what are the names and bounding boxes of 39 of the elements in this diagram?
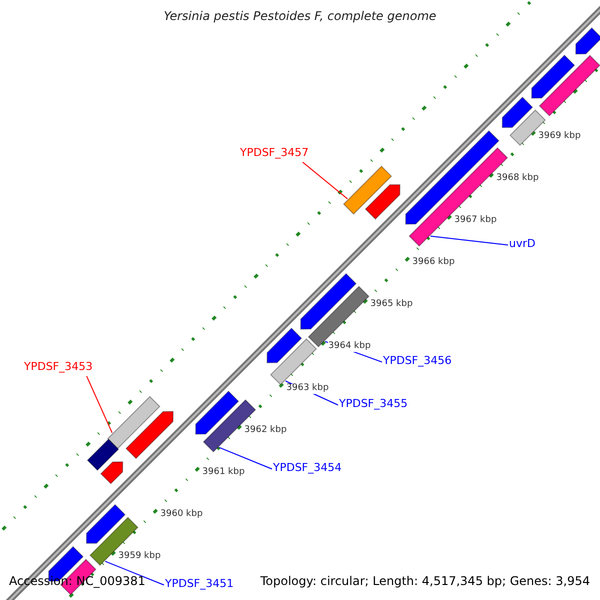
gene-bar	[538, 54, 600, 116]
leader-line	[430, 236, 508, 246]
leader-line	[302, 162, 348, 200]
scale-label: 3959 kbp	[118, 552, 161, 562]
gene-feature	[300, 273, 357, 330]
gene-feature	[575, 27, 600, 54]
gene-feature	[531, 54, 576, 99]
scale-label: 3968 kbp	[496, 174, 539, 184]
scale-label: 3961 kbp	[202, 468, 245, 478]
gene-bar	[107, 396, 160, 450]
gene-bar	[86, 438, 120, 471]
scale-label: 3963 kbp	[286, 384, 329, 394]
gene-feature	[125, 411, 174, 460]
gene-bar	[89, 516, 138, 566]
gene-label: YPDSF_3454	[273, 462, 342, 474]
title: Yersinia pestis Pestoides F, complete genome	[164, 10, 436, 24]
gene-label: YPDSF_3455	[339, 398, 408, 410]
gene-feature	[195, 390, 240, 435]
gene-feature	[502, 96, 534, 128]
scale-label: 3966 kbp	[412, 258, 455, 268]
gene-feature	[86, 504, 126, 544]
genome-info-text: Topology: circular; Length: 4,517,345 bp; Genes: 3,954	[260, 575, 590, 588]
gene-label: YPDSF_3456	[383, 355, 452, 368]
gene-label: YPDSF_3457	[240, 147, 309, 160]
scale-label: 3969 kbp	[538, 132, 581, 142]
gene-label: YPDSF_3453	[24, 361, 93, 374]
leader-line	[86, 376, 113, 434]
gene-label: YPDSF_3451	[165, 578, 234, 590]
scale-label: 3964 kbp	[328, 342, 371, 352]
gene-bar	[343, 166, 392, 215]
leader-line	[218, 446, 272, 470]
gene-feature	[100, 461, 124, 484]
scale-label: 3960 kbp	[160, 510, 203, 520]
scale-label: 3962 kbp	[244, 426, 287, 436]
scale-label: 3965 kbp	[370, 300, 413, 310]
scale-label: 3967 kbp	[454, 216, 497, 226]
gene-feature	[266, 328, 302, 364]
gene-feature	[364, 184, 400, 220]
gene-label: uvrD	[509, 238, 536, 250]
